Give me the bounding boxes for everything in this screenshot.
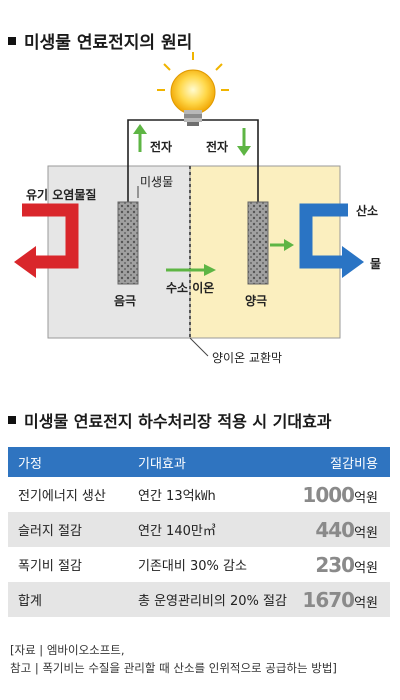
savings-unit: 억원 — [354, 595, 378, 611]
membrane-label: 양이온 교환막 — [212, 351, 283, 365]
hydrogen-ion-label: 수소 이온 — [166, 281, 215, 295]
row-assumption: 합계 — [18, 594, 42, 609]
savings-amount: 440 — [315, 517, 355, 542]
anode-electrode — [117, 201, 139, 285]
section-title-effects-text: 미생물 연료전지 하수처리장 적용 시 기대효과 — [24, 412, 332, 431]
footnote-source: [자료 | 엠바이오소프트, — [10, 643, 125, 657]
electron-left-label: 전자 — [150, 140, 173, 154]
footnote-note: 참고 | 폭기비는 수질을 관리할 때 산소를 인위적으로 공급하는 방법] — [10, 661, 337, 675]
savings-amount: 1000 — [302, 482, 355, 507]
table-row: 폭기비 절감 기존대비 30% 감소 230억원 — [8, 547, 390, 582]
electron-up-arrow — [133, 124, 147, 152]
section-title-principle-text: 미생물 연료전지의 원리 — [24, 33, 193, 53]
savings-amount: 1670 — [302, 587, 355, 612]
microbe-label: 미생물 — [140, 175, 174, 189]
row-assumption: 폭기비 절감 — [18, 559, 82, 574]
organic-pollutant-label: 유기 오염물질 — [26, 188, 97, 202]
table-row: 슬러지 절감 연간 140만㎥ 440억원 — [8, 512, 390, 547]
oxygen-label: 산소 — [356, 204, 379, 218]
table-row-total: 합계 총 운영관리비의 20% 절감 1670억원 — [8, 582, 390, 617]
fuel-cell-diagram — [14, 52, 364, 357]
row-savings: 440억원 — [297, 512, 390, 547]
row-effect: 총 운영관리비의 20% 절감 — [138, 594, 287, 609]
water-label: 물 — [370, 257, 382, 271]
row-savings: 1000억원 — [297, 477, 390, 512]
hydrogen-ion-arrow — [166, 264, 216, 276]
cathode-electrode — [247, 201, 269, 285]
row-effect: 기존대비 30% 감소 — [138, 559, 247, 574]
table-row: 전기에너지 생산 연간 13억㎾h 1000억원 — [8, 477, 390, 512]
membrane-pointer — [189, 337, 209, 357]
header-assumption: 가정 — [18, 456, 42, 472]
cathode-label: 양극 — [245, 294, 268, 308]
row-assumption: 슬러지 절감 — [18, 524, 82, 539]
title-bullet — [8, 36, 16, 45]
header-savings: 절감비용 — [330, 456, 378, 472]
table-header-row: 가정 기대효과 절감비용 — [8, 447, 390, 477]
oxygen-water-arrow — [299, 203, 364, 278]
electron-right-label: 전자 — [206, 140, 229, 154]
row-savings: 230억원 — [297, 547, 390, 582]
anode-label: 음극 — [114, 294, 137, 308]
section-title-effects: 미생물 연료전지 하수처리장 적용 시 기대효과 — [8, 408, 332, 432]
cathode-reaction-arrow — [270, 239, 294, 251]
organic-pollutant-arrow — [14, 203, 79, 278]
light-bulb-icon — [157, 52, 229, 126]
row-savings: 1670억원 — [297, 582, 390, 617]
savings-unit: 억원 — [354, 525, 378, 541]
row-effect: 연간 13억㎾h — [138, 489, 216, 504]
section-title-principle: 미생물 연료전지의 원리 — [8, 28, 192, 53]
header-effect: 기대효과 — [138, 456, 186, 472]
row-effect: 연간 140만㎥ — [138, 524, 216, 539]
expected-effects-table: 가정 기대효과 절감비용 전기에너지 생산 연간 13억㎾h 1000억원 슬러… — [8, 447, 390, 617]
row-assumption: 전기에너지 생산 — [18, 489, 106, 504]
savings-unit: 억원 — [354, 560, 378, 576]
savings-amount: 230 — [315, 552, 355, 577]
electron-down-arrow — [237, 128, 251, 156]
savings-unit: 억원 — [354, 490, 378, 506]
title-bullet — [8, 416, 16, 424]
